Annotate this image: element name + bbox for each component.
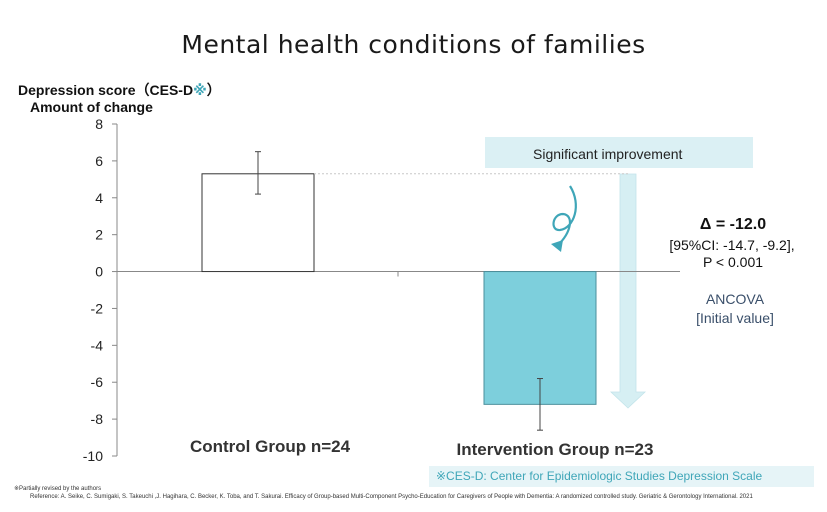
y-axis-label-text: Depression score（CES-D [18, 82, 194, 98]
category-label-control: Control Group n=24 [190, 437, 351, 456]
y-tick-label: -6 [91, 374, 104, 390]
y-tick-label: -4 [91, 337, 104, 353]
y-axis-label-close: ） [206, 82, 221, 98]
y-tick-label: 6 [95, 153, 103, 169]
y-tick-label: 8 [95, 116, 103, 132]
footnote-mark: ※ [193, 82, 207, 98]
p-value: P < 0.001 [702, 254, 764, 270]
significance-box: Significant improvement [485, 137, 753, 168]
category-label-intervention: Intervention Group n=23 [457, 440, 654, 459]
y-tick-label: -2 [91, 300, 104, 316]
reference-note: Reference: A. Seike, C. Sumigaki, S. Tak… [30, 494, 753, 500]
revision-note: ※Partially revised by the authors [14, 486, 102, 492]
confidence-interval: [95%CI: -14.7, -9.2], [669, 237, 795, 253]
significance-label: Significant improvement [533, 146, 683, 162]
y-tick-label: 4 [95, 190, 103, 206]
curved-arrow-head-icon [551, 240, 563, 252]
adjustment-note: [Initial value] [696, 310, 774, 326]
y-tick-label: 2 [95, 227, 103, 243]
effect-size: Δ = -12.0 [699, 216, 767, 233]
curved-arrow-icon [552, 185, 577, 247]
abbreviation-footnote: ※CES-D: Center for Epidemiologic Studies… [429, 466, 814, 487]
y-tick-label: -8 [91, 411, 104, 427]
analysis-method: ANCOVA [705, 291, 765, 307]
improvement-arrow [609, 173, 647, 409]
abbreviation-text: ※CES-D: Center for Epidemiologic Studies… [436, 469, 763, 483]
chart-title: Mental health conditions of families [181, 30, 646, 59]
y-axis-label: Depression score（CES-D※） [18, 80, 221, 100]
y-axis-sublabel: Amount of change [30, 99, 153, 115]
y-tick-label: -10 [83, 448, 103, 464]
y-tick-label: 0 [95, 264, 103, 280]
